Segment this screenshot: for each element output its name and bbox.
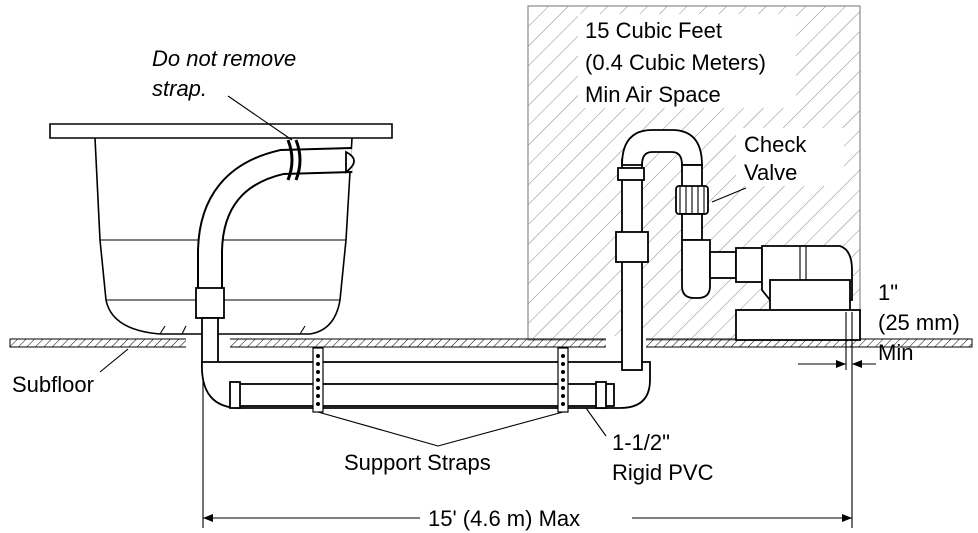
clearance-label-line1: 1" <box>878 280 898 305</box>
clearance-label-line2: (25 mm) <box>878 310 960 335</box>
check-valve-label-line2: Valve <box>744 160 797 185</box>
air-space-line3: Min Air Space <box>585 82 721 107</box>
horizontal-pipe-run <box>201 361 651 409</box>
pump <box>681 239 861 341</box>
air-space-line1: 15 Cubic Feet <box>585 18 722 43</box>
right-riser-pipe <box>615 129 703 371</box>
check-valve-label-line1: Check <box>744 132 807 157</box>
clearance-label-line3: Min <box>878 340 913 365</box>
strap-note-line2: strap. <box>152 76 207 101</box>
strap-note-line1: Do not remove <box>152 46 296 71</box>
left-vertical-pipe <box>195 287 225 367</box>
subfloor-label: Subfloor <box>12 372 94 397</box>
pipe-spec-line2: Rigid PVC <box>612 460 714 485</box>
leader-lines <box>99 95 747 447</box>
max-distance-label: 15' (4.6 m) Max <box>428 506 580 531</box>
air-space-line2: (0.4 Cubic Meters) <box>585 50 766 75</box>
dimension-lines <box>202 312 876 528</box>
pipe-spec-line1: 1-1/2" <box>612 430 670 455</box>
check-valve <box>675 185 709 241</box>
support-straps <box>312 347 569 413</box>
flex-hose <box>197 139 355 292</box>
support-straps-label: Support Straps <box>344 450 491 475</box>
